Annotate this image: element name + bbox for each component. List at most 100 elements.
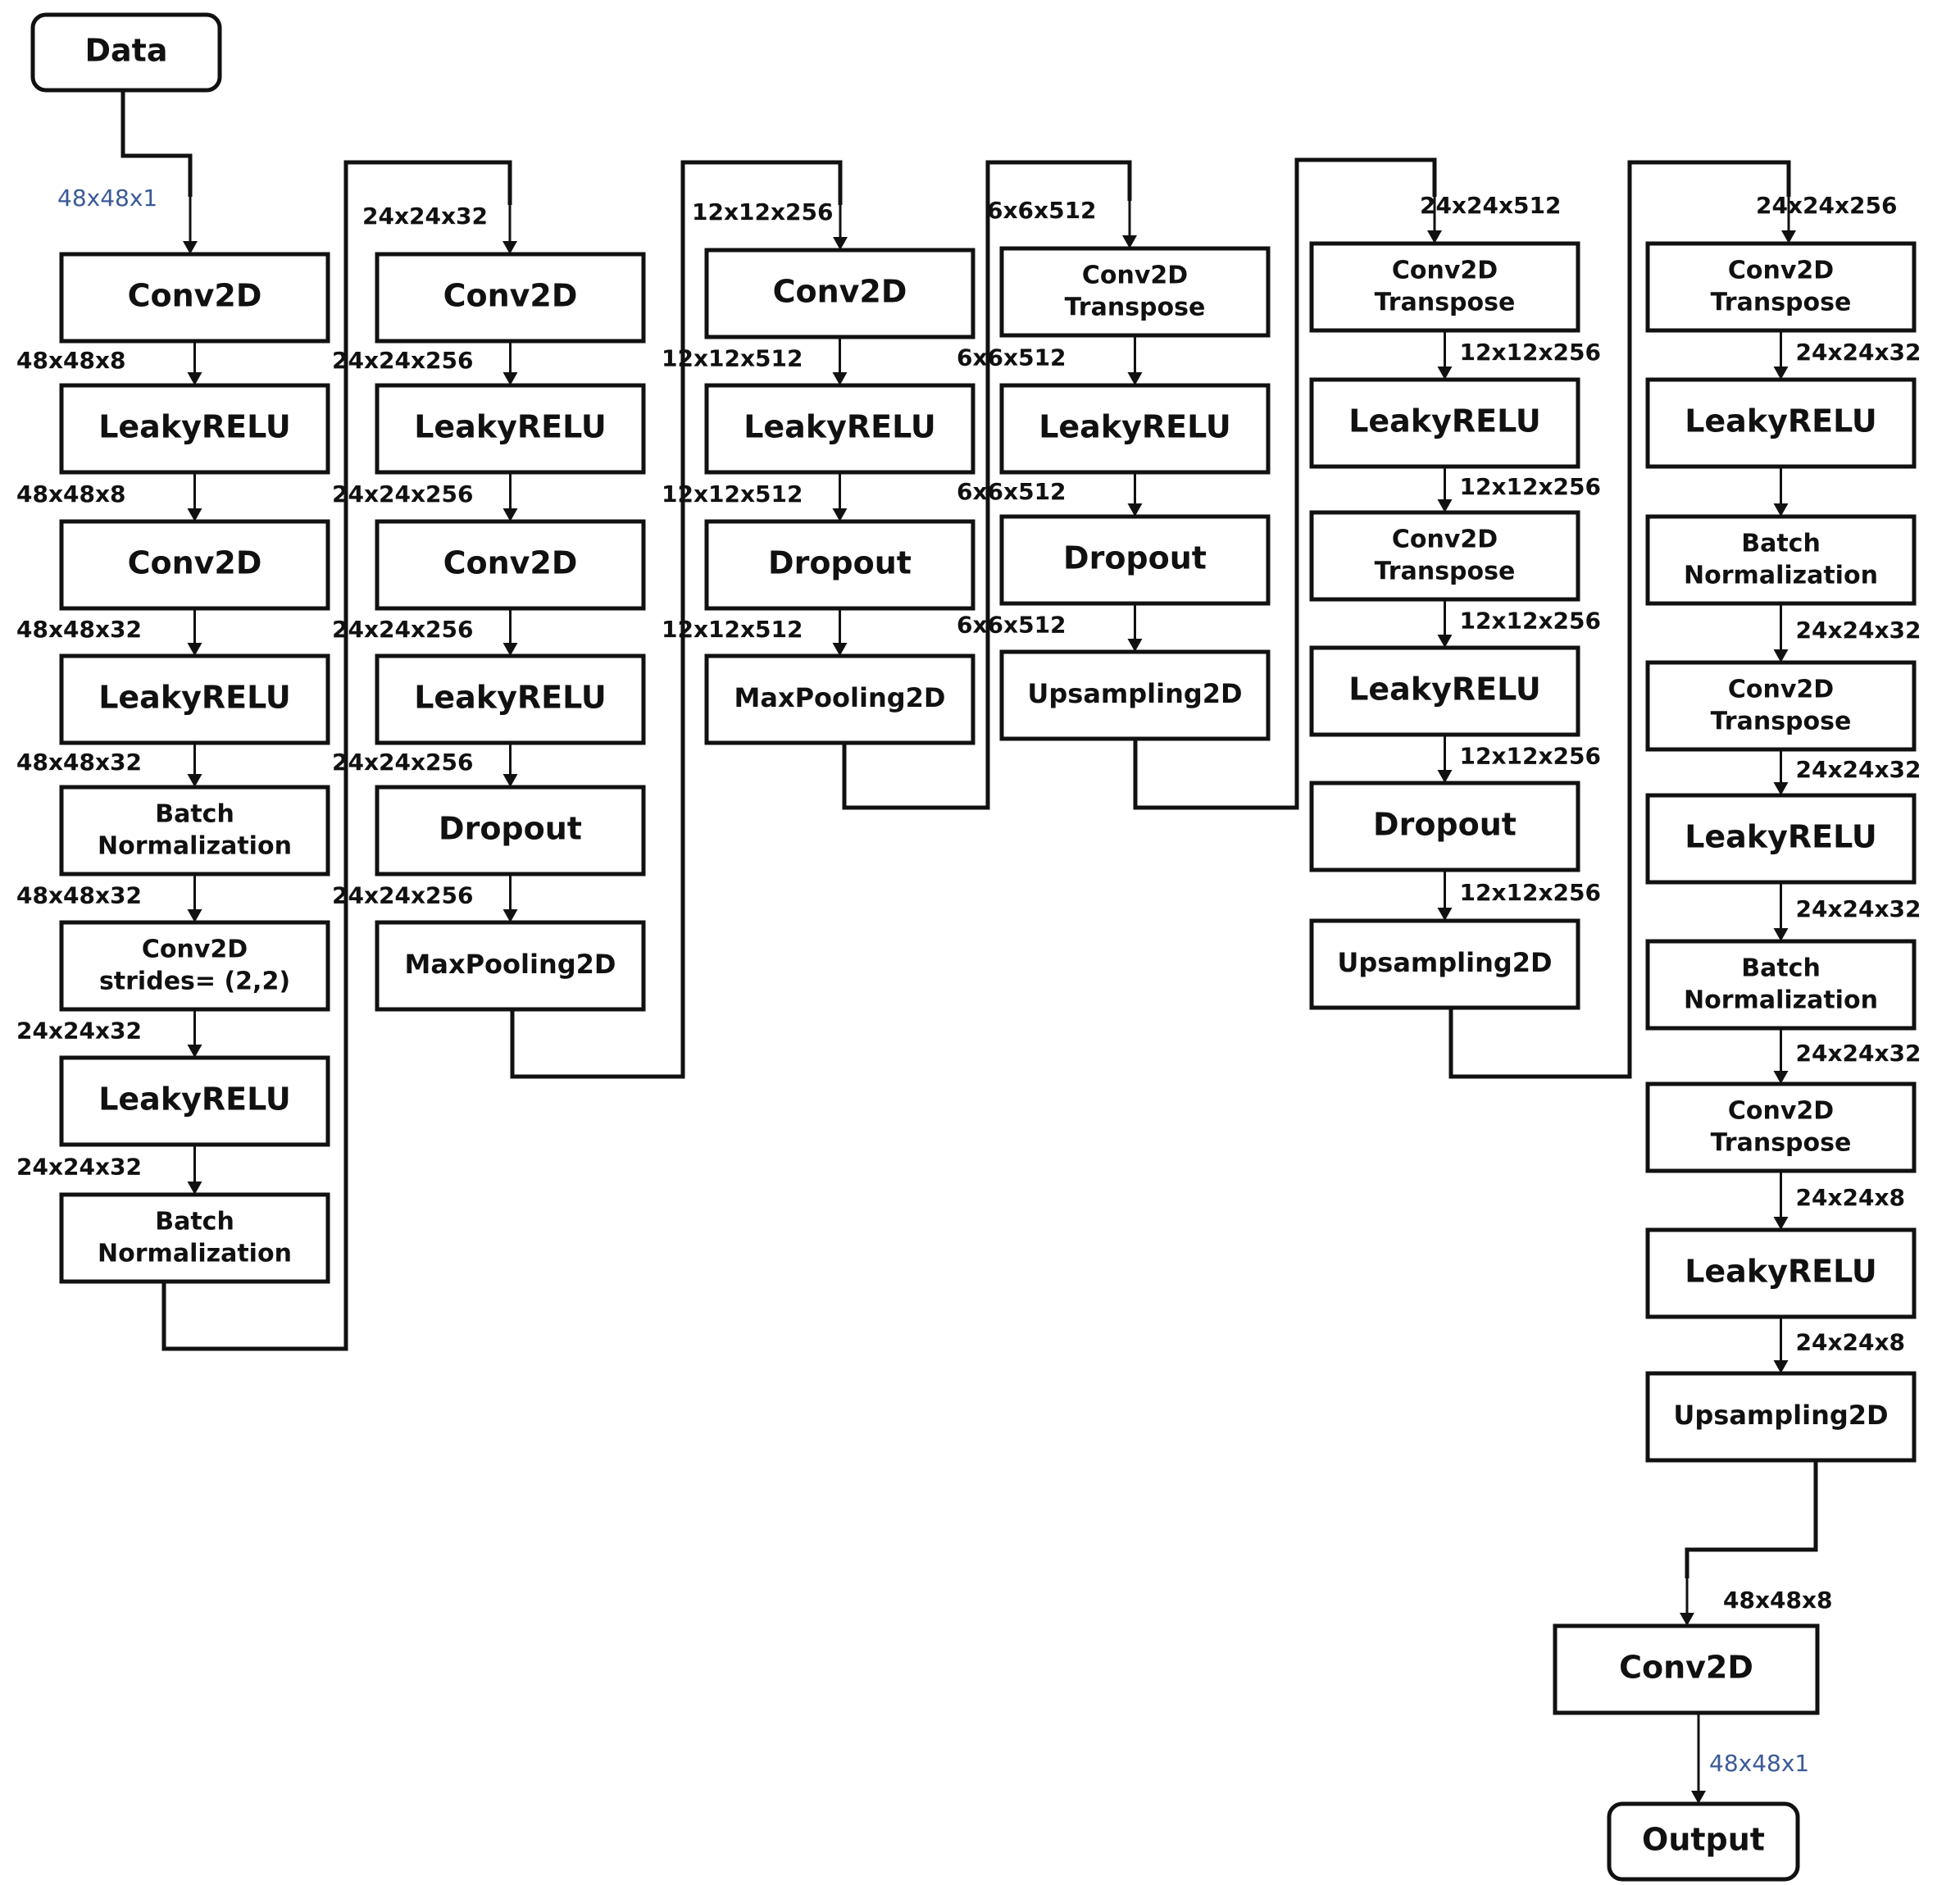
arrow-into-col2 <box>503 205 517 254</box>
col2-dropout-box-5-label: Dropout <box>439 811 582 847</box>
col5-arrow-5 <box>1437 735 1453 783</box>
col6-arrow-4 <box>1773 603 1789 662</box>
col4-dropout-box-3-label: Dropout <box>1063 540 1207 576</box>
col5-arrow-2 <box>1437 330 1453 380</box>
col2-conv2d-box-3: Conv2D <box>375 519 646 611</box>
col3-conv2d-box-1-label: Conv2D <box>773 274 907 310</box>
col6-shape-label-7: 24x24x32 <box>1796 1040 1921 1067</box>
col6-arrow-3 <box>1773 467 1789 517</box>
col5-shape-label-1: 24x24x512 <box>1420 192 1562 219</box>
col1-arrow-2 <box>187 341 202 385</box>
col1-conv2d-box-3-label: Conv2D <box>128 545 262 581</box>
wire-col1-to-col2 <box>161 160 512 1351</box>
col1-shape-label-6: 48x48x32 <box>16 882 142 909</box>
col3-maxpooling2d-box-4-label: MaxPooling2D <box>734 682 946 713</box>
col3-shape-label-3: 12x12x512 <box>662 480 803 508</box>
input-node: Data <box>30 12 222 93</box>
output-node: Output <box>1607 1801 1800 1882</box>
col3-conv2d-box-1: Conv2D <box>704 248 975 339</box>
col1-leakyrelu-box-2-label: LeakyRELU <box>98 409 291 445</box>
col5-leakyrelu-box-4: LeakyRELU <box>1309 645 1580 737</box>
col2-shape-label-2: 24x24x256 <box>332 347 474 374</box>
col4-upsampling2d-box-4-label: Upsampling2D <box>1027 678 1242 709</box>
col1-conv2d-box-3: Conv2D <box>59 519 330 611</box>
col5-leakyrelu-box-4-label: LeakyRELU <box>1348 672 1541 708</box>
col2-shape-label-5: 24x24x256 <box>332 749 474 776</box>
col2-maxpooling2d-box-6-label: MaxPooling2D <box>405 949 616 980</box>
col2-shape-label-1: 24x24x32 <box>362 203 488 230</box>
col4-arrow-4 <box>1127 603 1143 652</box>
col5-dropout-box-5-label: Dropout <box>1373 807 1517 843</box>
col3-leakyrelu-box-2: LeakyRELU <box>704 383 975 475</box>
arrow-into-col3 <box>833 205 848 250</box>
col2-arrow-6 <box>503 874 518 922</box>
col2-shape-label-3: 24x24x256 <box>332 480 474 508</box>
col4-shape-label-3: 6x6x512 <box>957 478 1066 505</box>
col4-leakyrelu-box-2: LeakyRELU <box>999 383 1271 475</box>
col4-shape-label-4: 6x6x512 <box>957 612 1066 639</box>
col1-conv2d-box-1: Conv2D <box>59 252 330 344</box>
col4-arrow-2 <box>1127 335 1143 385</box>
arrow-into-final <box>1680 1578 1694 1626</box>
col1-arrow-7 <box>187 1009 202 1058</box>
col2-leakyrelu-box-2: LeakyRELU <box>375 383 646 475</box>
col1-conv2d-box-1-label: Conv2D <box>128 278 262 314</box>
col1-shape-label-7: 24x24x32 <box>16 1018 142 1045</box>
col6-shape-label-9: 24x24x8 <box>1796 1329 1906 1356</box>
col1-leakyrelu-box-4: LeakyRELU <box>59 653 330 745</box>
col2-conv2d-box-1: Conv2D <box>375 252 646 344</box>
col2-leakyrelu-box-4: LeakyRELU <box>375 653 646 745</box>
col6-shape-label-1: 24x24x256 <box>1756 192 1898 219</box>
col6-arrow-9 <box>1773 1317 1789 1373</box>
col6-leakyrelu-box-2: LeakyRELU <box>1645 377 1917 469</box>
col3-shape-label-2: 12x12x512 <box>662 345 803 372</box>
col1-leakyrelu-box-7-label: LeakyRELU <box>98 1081 291 1118</box>
col1-leakyrelu-box-7: LeakyRELU <box>59 1055 330 1147</box>
col5-leakyrelu-box-2: LeakyRELU <box>1309 377 1580 469</box>
arrow-into-col5 <box>1427 197 1442 244</box>
col6-shape-label-4: 24x24x32 <box>1796 617 1921 644</box>
input-wire <box>121 90 193 197</box>
col6-leakyrelu-box-5-label: LeakyRELU <box>1685 819 1877 855</box>
col1-arrow-3 <box>187 472 202 521</box>
wire-col5-to-col6 <box>1448 160 1791 1079</box>
col6-leakyrelu-box-2-label: LeakyRELU <box>1685 403 1877 439</box>
col3-maxpooling2d-box-4: MaxPooling2D <box>704 653 975 745</box>
wire-col2-to-col3 <box>510 160 843 1079</box>
col2-arrow-3 <box>503 472 518 521</box>
col4-upsampling2d-box-4: Upsampling2D <box>999 649 1271 741</box>
col1-shape-label-4: 48x48x32 <box>16 616 142 643</box>
col1-shape-label-5: 48x48x32 <box>16 749 142 776</box>
arrow-into-col6 <box>1781 197 1796 244</box>
arrow-into-output <box>1691 1713 1706 1804</box>
col5-arrow-6 <box>1437 870 1453 921</box>
wire-col3-to-col4 <box>842 160 1132 810</box>
col1-arrow-4 <box>187 608 202 656</box>
col1-shape-label-1: 48x48x1 <box>57 184 157 212</box>
col6-arrow-6 <box>1773 882 1789 941</box>
col1-arrow-5 <box>187 743 202 787</box>
arrow-input <box>183 197 198 254</box>
col3-leakyrelu-box-2-label: LeakyRELU <box>744 409 936 445</box>
col2-arrow-4 <box>503 608 518 656</box>
col6-arrow-7 <box>1773 1028 1789 1084</box>
col1-leakyrelu-box-2: LeakyRELU <box>59 383 330 475</box>
col4-leakyrelu-box-2-label: LeakyRELU <box>1039 409 1231 445</box>
col5-shape-label-6: 12x12x256 <box>1460 879 1602 906</box>
col3-arrow-2 <box>832 337 848 385</box>
final-conv2d-box-label: Conv2D <box>1619 1650 1753 1686</box>
